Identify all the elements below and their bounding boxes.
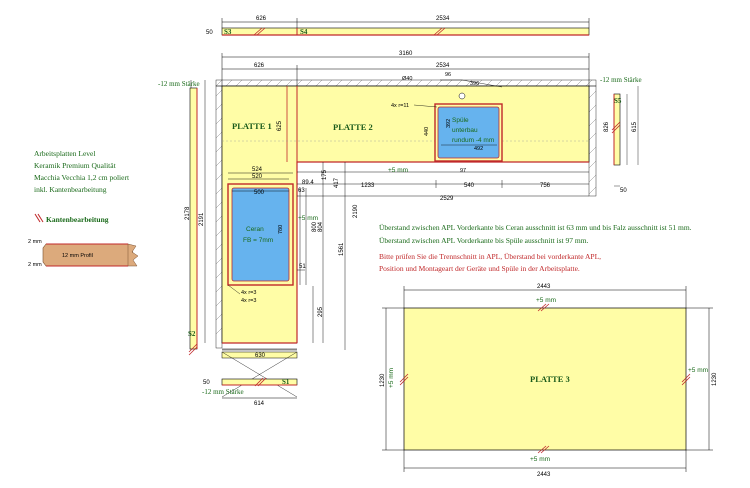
legend-top-label: 2 mm	[28, 239, 42, 245]
sink-radius: 4x r=11	[391, 103, 409, 109]
plus5-sink: +5 mm	[388, 167, 408, 174]
dim-3160: 3160	[399, 51, 413, 57]
label-s5: S5	[614, 97, 622, 105]
dim-97: 97	[460, 168, 466, 174]
legend-edge-processing: Kantenbearbeitung 12 mm Profil 2 mm 2 mm	[28, 213, 139, 268]
dim-2191: 2191	[199, 212, 205, 226]
p3-dim-left: 1230	[380, 373, 386, 387]
dim-63: 63	[298, 188, 305, 194]
ceran-radius-1: 4x r=3	[241, 290, 256, 296]
plus5-ceran: +5 mm	[298, 215, 318, 222]
dim-strip-2534: 2534	[436, 16, 450, 22]
dim-50-bottom: 50	[203, 380, 210, 386]
dim-630: 630	[255, 353, 266, 359]
top-strip: 626 2534 S3 S4 50	[206, 16, 590, 36]
dim-524: 524	[252, 167, 263, 173]
dim-2529: 2529	[440, 196, 454, 202]
sink-label-2: unterbau	[452, 127, 478, 134]
sink-cutout: Spüle unterbau rundum -4 mm 492 392 440 …	[391, 72, 503, 174]
label-s2: S2	[188, 330, 196, 338]
dim-520: 520	[252, 174, 263, 180]
dim-2534: 2534	[436, 63, 450, 69]
dim-625: 625	[277, 120, 283, 131]
info-line-4: inkl. Kantenbearbeitung	[34, 185, 107, 194]
dim-440: 440	[424, 127, 430, 136]
thickness-bottom: -12 mm Stärke	[202, 388, 244, 396]
dim-2190: 2190	[353, 204, 359, 218]
strip-s5: S5 -12 mm Stärke 826 615 50	[600, 76, 642, 194]
dim-540: 540	[464, 183, 475, 189]
label-s4: S4	[300, 28, 308, 36]
p3-dim-right: 1230	[712, 372, 718, 386]
note-green-2: Überstand zwischen APL Vorderkante bis S…	[379, 236, 589, 245]
p3-plus-bottom: +5 mm	[530, 456, 550, 463]
note-green-1: Überstand zwischen APL Vorderkante bis C…	[379, 223, 692, 232]
ceran-radius-2: 4x r=3	[241, 298, 256, 304]
dim-614: 614	[254, 401, 265, 407]
info-line-1: Arbeitsplatten Level	[34, 149, 95, 158]
dim-1561: 1561	[339, 242, 345, 256]
dim-295: 295	[318, 306, 324, 317]
label-platte-2: PLATTE 2	[333, 122, 373, 132]
dim-615: 615	[632, 121, 638, 132]
p3-dim-bottom: 2443	[537, 472, 551, 478]
label-platte-3: PLATTE 3	[530, 374, 570, 384]
dim-d40: Ø40	[402, 76, 412, 82]
dim-1233: 1233	[361, 183, 375, 189]
strip-cut-marks	[253, 27, 446, 36]
sink-label-3: rundum -4 mm	[452, 137, 494, 144]
legend-bottom-label: 2 mm	[28, 262, 42, 268]
dim-2178: 2178	[185, 206, 191, 220]
strip-s2: S2 -12 mm Stärke	[158, 80, 200, 356]
dim-392: 392	[446, 119, 452, 128]
thickness-right: -12 mm Stärke	[600, 76, 642, 84]
ceran-label-1: Ceran	[246, 226, 264, 233]
legend-title: Kantenbearbeitung	[46, 215, 109, 224]
p3-plus-right: +5 mm	[688, 367, 708, 374]
dim-175: 175	[322, 169, 328, 180]
info-line-3: Macchia Vecchia 1,2 cm poliert	[34, 173, 130, 182]
label-platte-1: PLATTE 1	[232, 121, 272, 131]
dim-51: 51	[299, 264, 306, 270]
strip-s3-s4	[221, 27, 590, 36]
dim-756: 756	[540, 183, 551, 189]
tap-hole-icon	[458, 92, 466, 100]
dim-strip-50: 50	[206, 30, 213, 36]
p3-dim-top: 2443	[537, 284, 551, 290]
info-line-2: Keramik Premium Qualität	[34, 161, 117, 170]
p3-plus-top: +5 mm	[536, 297, 556, 304]
sink-label-1: Spüle	[452, 117, 469, 124]
plate-3: 2443 +5 mm PLATTE 3 +5 mm 2443 1230 +5 m…	[380, 284, 718, 478]
ceran-label-2: FB = 7mm	[243, 237, 273, 244]
dim-826: 826	[604, 121, 610, 132]
dim-strip-626: 626	[256, 16, 267, 22]
dim-626: 626	[254, 63, 265, 69]
plate-3-surface	[403, 307, 687, 451]
p3-plus-left: +5 mm	[388, 368, 395, 388]
dim-800: 800	[312, 221, 318, 232]
main-top-dimensions	[221, 53, 590, 86]
dim-804: 804	[318, 221, 324, 232]
note-red-1: Bitte prüfen Sie die Trennschnitt in APL…	[379, 252, 601, 261]
dim-96: 96	[445, 72, 451, 78]
label-s1: S1	[282, 378, 290, 386]
dim-780: 780	[278, 225, 284, 234]
dim-417: 417	[334, 177, 340, 188]
dim-500: 500	[254, 190, 265, 196]
thickness-left: -12 mm Stärke	[158, 80, 200, 88]
note-red-2: Position und Montageart der Geräte und S…	[379, 264, 580, 273]
ceran-cutout: Ceran FB = 7mm 780 4x r=3 4x r=3	[227, 183, 294, 304]
dim-50-right: 50	[620, 188, 627, 194]
dim-396: 396	[470, 81, 479, 87]
legend-profile: 12 mm Profil	[62, 253, 93, 259]
dim-492: 492	[474, 146, 483, 152]
strip-s1: 630 S1 50 -12 mm Stärke 614	[202, 348, 298, 407]
dim-89: 89.4	[302, 180, 314, 186]
label-s3: S3	[224, 28, 232, 36]
